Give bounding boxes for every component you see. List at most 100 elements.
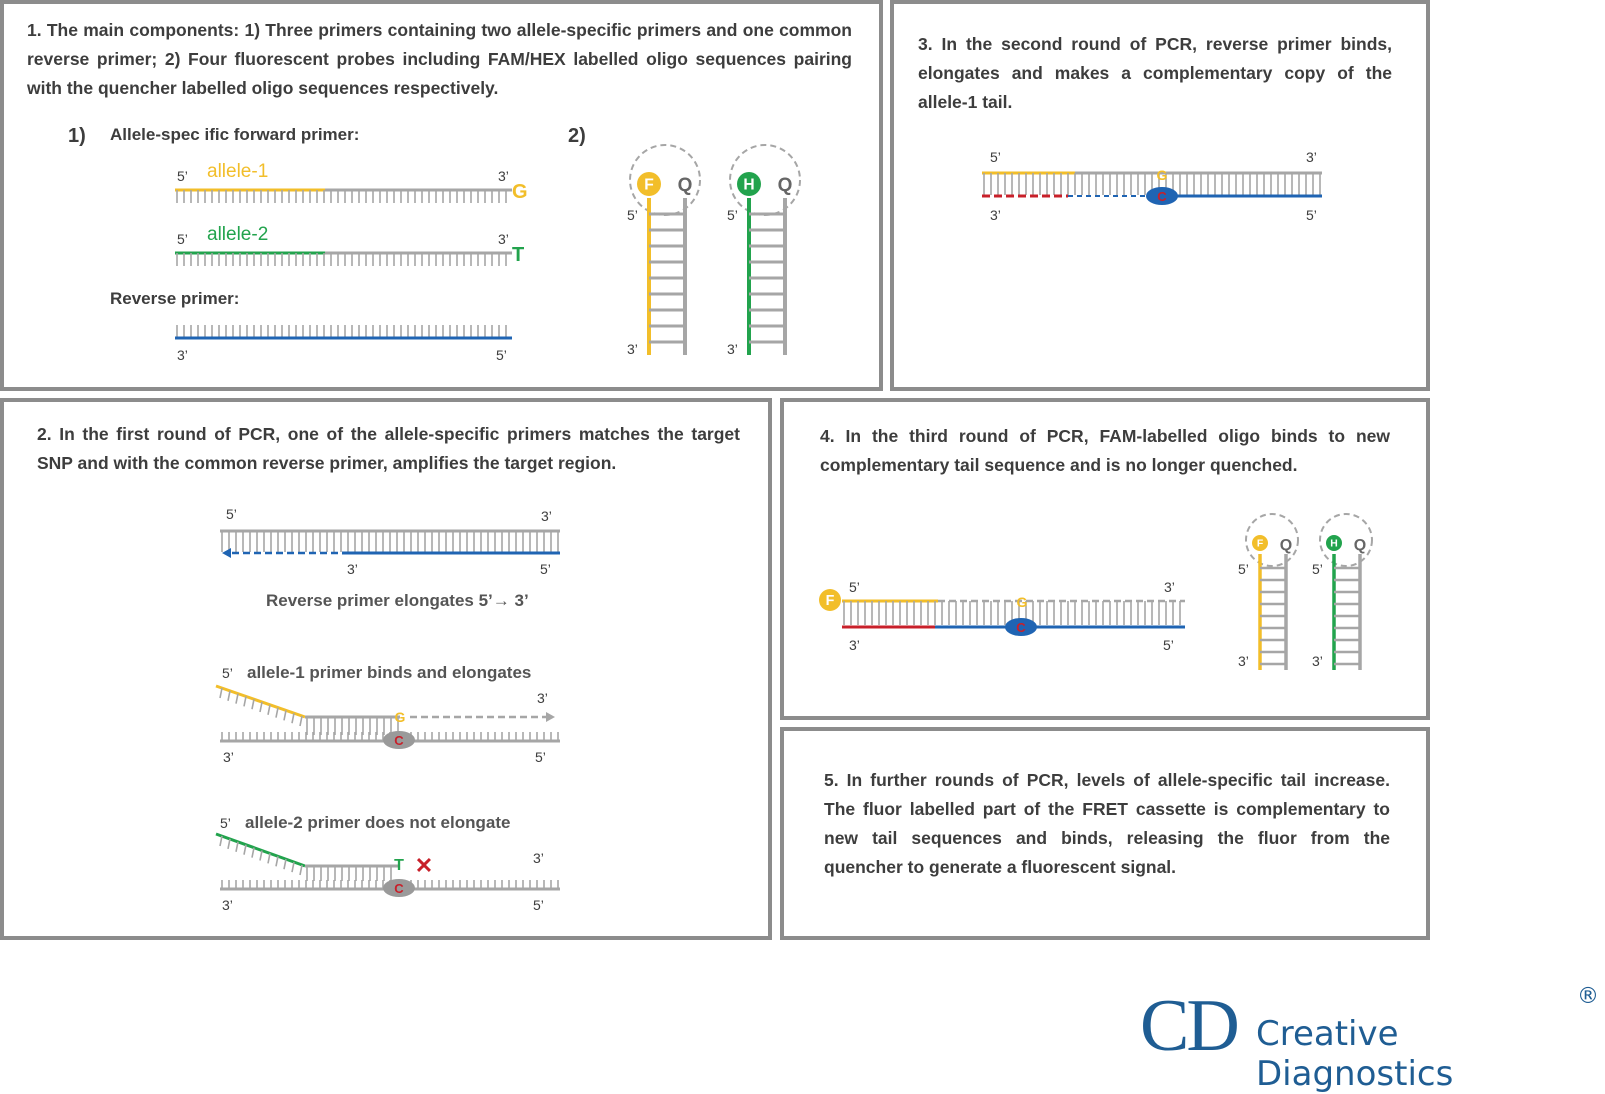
hex-probe-five-prime: 5’ — [1312, 561, 1323, 577]
fam-probe-ladder — [647, 198, 687, 355]
base-tick — [283, 710, 287, 721]
fam-quencher-letter: Q — [678, 175, 693, 196]
allele1-five-prime-end: 5’ — [177, 168, 188, 184]
subsection-1-number: 1) — [68, 125, 86, 147]
bound-fam-fluor — [819, 589, 841, 611]
base-tick — [291, 861, 295, 873]
logo-registered-mark: ® — [1577, 984, 1599, 1009]
base-tick — [299, 715, 303, 727]
base-tick — [243, 844, 247, 855]
template1-snp-base-c — [383, 731, 415, 749]
panel1-diagram: 1)Allele-spec ific forward primer:2)5’al… — [68, 125, 801, 363]
top-strand-three-prime: 3’ — [1164, 579, 1175, 595]
allele1-elongation-arrowhead — [546, 712, 555, 722]
fam-probe-five-prime: 5’ — [1238, 561, 1249, 577]
allele2-five-prime-end: 5’ — [177, 231, 188, 247]
hex-fluor-letter: H — [743, 176, 754, 193]
snp-base-g: G — [1017, 594, 1028, 610]
reverse-three-prime: 3’ — [347, 561, 358, 577]
fam-probe-three-prime: 3’ — [1238, 653, 1249, 669]
panel3-description: 3. In the second round of PCR, reverse p… — [918, 34, 1392, 112]
template1-snp-base-c-letter: C — [394, 733, 404, 748]
panel-third-round — [780, 398, 1430, 720]
reverse-primer-title: Reverse primer: — [110, 289, 239, 308]
released-fam-dashed-circle — [1245, 513, 1299, 567]
base-tick — [275, 707, 279, 718]
reverse-three-prime-end: 3’ — [177, 347, 188, 363]
panel3-diagram: 5’3’GC3’5’ — [982, 149, 1322, 223]
logo-mark: CD — [1140, 985, 1240, 1067]
base-tick — [227, 690, 231, 701]
snp-base-c — [1005, 618, 1037, 636]
released-fam-probe-ladder — [1258, 554, 1288, 670]
logo-name: Creative Diagnostics — [1256, 1014, 1454, 1094]
base-tick — [259, 850, 263, 861]
reverse-primer-bases — [176, 325, 507, 338]
allele2-binding-caption: allele-2 primer does not elongate — [245, 813, 510, 832]
allele2-bases — [176, 253, 507, 266]
bottom-strand-three-prime: 3’ — [849, 637, 860, 653]
snp-base-c — [1146, 187, 1178, 205]
panel-first-round — [0, 398, 772, 940]
bottom-strand-five-prime: 5’ — [1306, 207, 1317, 223]
snp-base-g: G — [1157, 167, 1168, 183]
hex-probe-ladder — [747, 198, 787, 355]
base-tick — [251, 699, 255, 710]
allele2-snp-base: T — [512, 244, 524, 266]
panel3-diagram-group: 5’3’GC3’5’ — [982, 149, 1322, 223]
template1-three-prime: 3’ — [223, 749, 234, 765]
target-three-prime: 3’ — [541, 508, 552, 524]
hex-probe-three-prime: 3’ — [727, 341, 738, 357]
base-tick — [227, 838, 231, 850]
hex-dashed-circle — [1319, 513, 1373, 567]
allele1-label: allele-1 — [207, 161, 268, 182]
hex-fluor — [1326, 535, 1342, 551]
panel2-diagram-group: 5’3’3’5’Reverse primer elongates 5’→ 3’5… — [215, 506, 560, 913]
panel1-diagram-group: 1)Allele-spec ific forward primer:2)5’al… — [68, 125, 801, 363]
base-tick — [291, 713, 295, 724]
allele2-tail-strand — [215, 832, 306, 868]
allele2-three-prime: 3’ — [533, 850, 544, 866]
reverse-five-prime-end: 5’ — [496, 347, 507, 363]
top-strand-three-prime: 3’ — [1306, 149, 1317, 165]
reverse-elongation-arrowhead — [222, 548, 231, 558]
fam-fluor-letter: F — [644, 176, 654, 193]
base-tick — [259, 701, 263, 713]
allele1-snp-base-g: G — [395, 709, 406, 725]
base-tick — [299, 864, 303, 876]
template2-snp-base-c — [383, 879, 415, 897]
base-tick — [219, 835, 223, 847]
hex-probe-ladder — [1332, 554, 1362, 670]
allele1-bases — [176, 190, 507, 203]
forward-primer-title: Allele-spec ific forward primer: — [110, 125, 359, 144]
panel4-description: 4. In the third round of PCR, FAM-labell… — [820, 426, 1390, 475]
panel1-description: 1. The main components: 1) Three primers… — [27, 20, 852, 98]
panel2-description: 2. In the first round of PCR, one of the… — [37, 424, 740, 473]
template1-five-prime: 5’ — [535, 749, 546, 765]
panel-main-components — [0, 0, 883, 391]
allele1-binding-caption: allele-1 primer binds and elongates — [247, 663, 531, 682]
bottom-strand-three-prime: 3’ — [990, 207, 1001, 223]
template2-three-prime: 3’ — [222, 897, 233, 913]
allele2-five-prime: 5’ — [220, 815, 231, 831]
allele1-tail-ticks — [219, 687, 303, 727]
target-five-prime: 5’ — [226, 506, 237, 522]
bound-fam-fluor-letter: F — [826, 593, 835, 609]
template2-snp-base-c-letter: C — [394, 881, 404, 896]
allele1-three-prime-end: 3’ — [498, 168, 509, 184]
released-fam-fluor-letter: F — [1257, 539, 1263, 550]
released-fam-fluor — [1252, 535, 1268, 551]
base-tick — [267, 704, 271, 715]
base-tick — [243, 696, 247, 707]
creative-diagnostics-logo: CD Creative Diagnostics ® — [1140, 984, 1600, 1094]
base-tick — [235, 841, 239, 852]
allele1-three-prime: 3’ — [537, 690, 548, 706]
bottom-strand-five-prime: 5’ — [1163, 637, 1174, 653]
template2-five-prime: 5’ — [533, 897, 544, 913]
hex-quencher-letter: Q — [778, 175, 793, 196]
fam-fluor — [637, 172, 661, 196]
fam-probe-three-prime: 3’ — [627, 341, 638, 357]
base-tick — [267, 853, 271, 864]
